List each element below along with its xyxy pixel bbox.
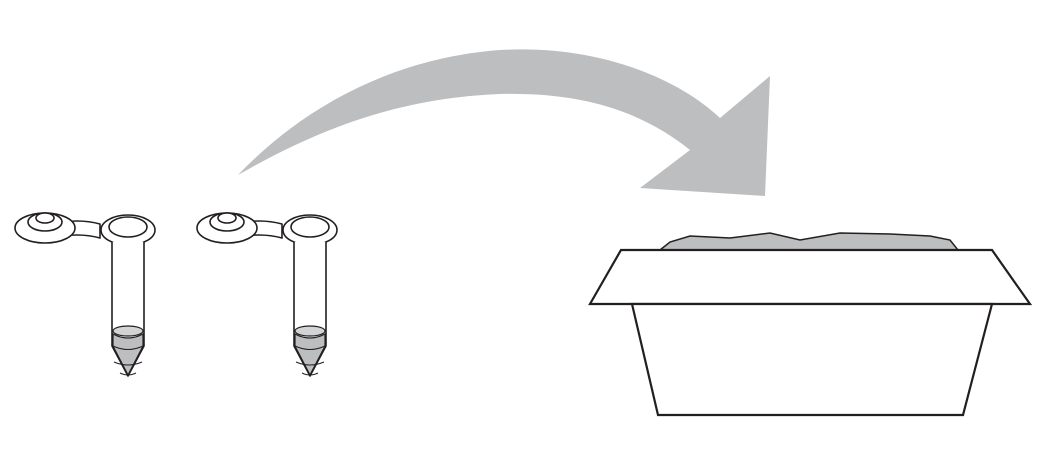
microcentrifuge-tube-icon — [196, 212, 338, 377]
microcentrifuge-tube-icon — [14, 212, 156, 377]
transfer-arrow-icon — [238, 49, 770, 196]
ice-box-icon — [588, 232, 1033, 417]
